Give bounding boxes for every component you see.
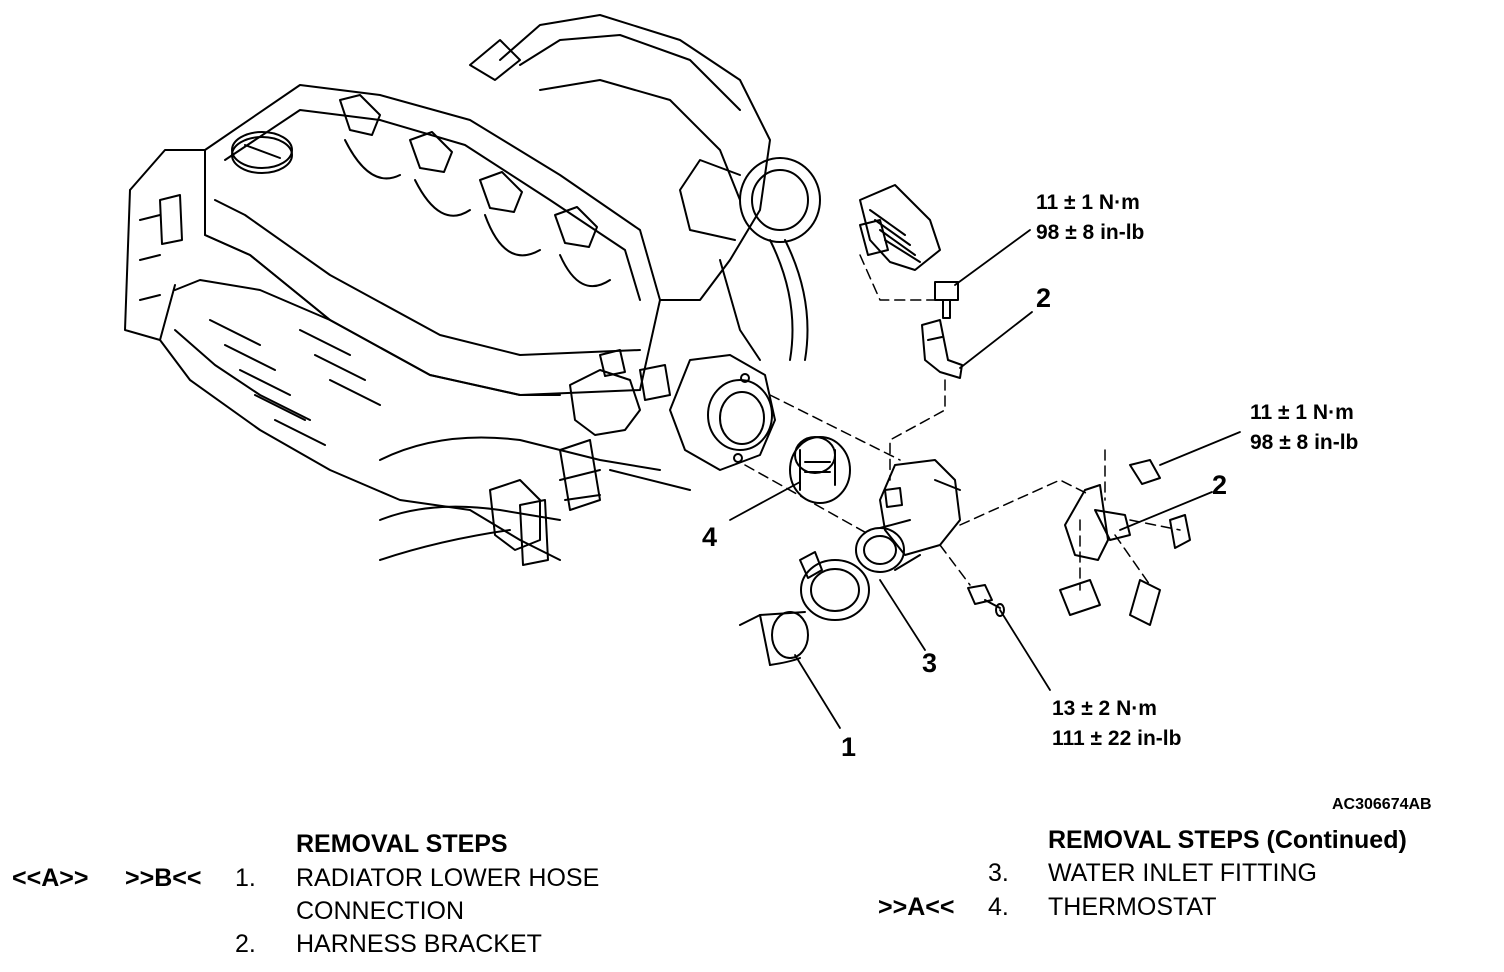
step-3-text: WATER INLET FITTING xyxy=(1048,859,1317,887)
torque-spec-top: 11 ± 1 N·m 98 ± 8 in-lb xyxy=(1036,188,1144,248)
water-inlet-fitting xyxy=(855,459,961,573)
thermostat xyxy=(789,436,851,504)
bolt-top xyxy=(934,281,959,319)
callout-2-right: 2 xyxy=(1212,470,1228,500)
step-3-number: 3. xyxy=(988,859,1009,887)
removal-steps-heading-continued: REMOVAL STEPS (Continued) xyxy=(1048,826,1407,854)
callout-3: 3 xyxy=(922,648,938,678)
torque-spec-fitting: 13 ± 2 N·m 111 ± 22 in-lb xyxy=(1052,694,1181,754)
removal-steps-left: REMOVAL STEPS <<A>> >>B<< 1. RADIATOR LO… xyxy=(0,830,700,972)
radiator-lower-hose xyxy=(739,611,809,666)
engine-block xyxy=(124,14,821,566)
torque-spec-right: 11 ± 1 N·m 98 ± 8 in-lb xyxy=(1250,398,1358,458)
figure-id: AC306674AB xyxy=(1332,796,1432,813)
step-4-text: THERMOSTAT xyxy=(1048,893,1217,921)
leader-lines xyxy=(729,229,1241,729)
removal-steps-heading: REMOVAL STEPS xyxy=(296,830,508,858)
step-4-number: 4. xyxy=(988,893,1009,921)
step-1-text-line1: RADIATOR LOWER HOSE xyxy=(296,864,600,892)
step-4-mark: >>A<< xyxy=(878,893,955,921)
harness-connector-top xyxy=(859,184,941,271)
callout-1: 1 xyxy=(841,732,857,762)
step-1-number: 1. xyxy=(235,864,256,892)
removal-steps-right: REMOVAL STEPS (Continued) 3. WATER INLET… xyxy=(860,826,1500,936)
step-2-number: 2. xyxy=(235,930,256,958)
step-1-text-line2: CONNECTION xyxy=(296,897,465,925)
step-1-mark-a: <<A>> xyxy=(12,864,89,892)
step-2-text: HARNESS BRACKET xyxy=(296,930,542,958)
callout-4: 4 xyxy=(702,522,718,552)
torque-right-metric: 11 ± 1 N·m xyxy=(1250,401,1354,424)
torque-top-metric: 11 ± 1 N·m xyxy=(1036,191,1140,214)
step-1-mark-b: >>B<< xyxy=(125,864,202,892)
assembly-dashed-lines xyxy=(744,254,1181,591)
harness-bracket-top xyxy=(921,319,963,379)
torque-fitting-metric: 13 ± 2 N·m xyxy=(1052,697,1157,720)
torque-top-imperial: 98 ± 8 in-lb xyxy=(1036,221,1145,244)
hose-clamp xyxy=(799,551,870,621)
engine-thermostat-diagram xyxy=(124,14,1241,729)
torque-fitting-imperial: 111 ± 22 in-lb xyxy=(1052,727,1182,750)
bolt-fitting xyxy=(967,584,1005,617)
torque-right-imperial: 98 ± 8 in-lb xyxy=(1250,431,1359,454)
callout-2-top: 2 xyxy=(1036,283,1052,313)
